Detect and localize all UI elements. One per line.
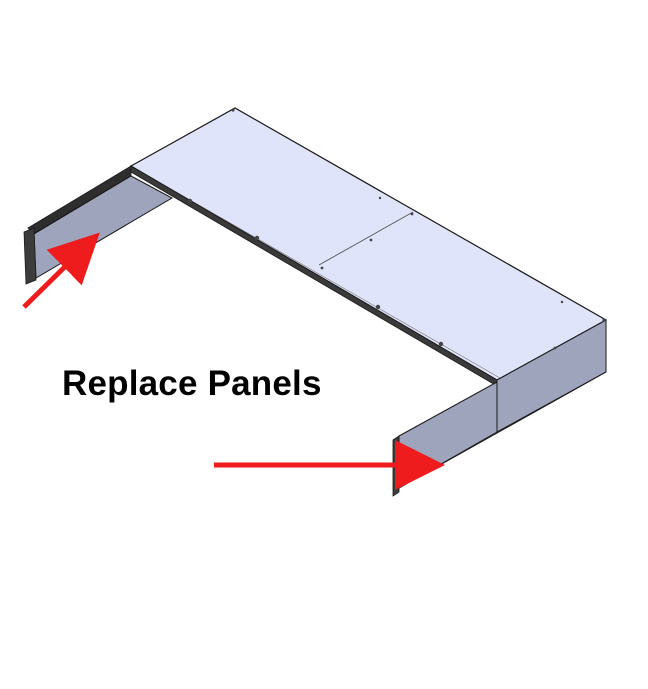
fastener (553, 346, 557, 350)
fastener (602, 318, 606, 322)
fastener (410, 212, 414, 216)
left-panel-arrow (22, 232, 100, 309)
fastener (375, 304, 381, 310)
cover-seam (318, 211, 414, 266)
fastener (187, 198, 193, 204)
fastener-marks (187, 108, 606, 350)
top-cover-panel (129, 107, 608, 381)
fastener (378, 196, 382, 200)
fastener (369, 238, 373, 242)
fastener (231, 108, 235, 112)
right-end-panel (398, 381, 498, 489)
replace-panels-caption: Replace Panels (62, 364, 322, 403)
fastener (254, 235, 260, 241)
left-end-frame (23, 227, 37, 285)
fastener (320, 266, 324, 270)
fastener (560, 300, 564, 304)
fastener (438, 341, 444, 347)
